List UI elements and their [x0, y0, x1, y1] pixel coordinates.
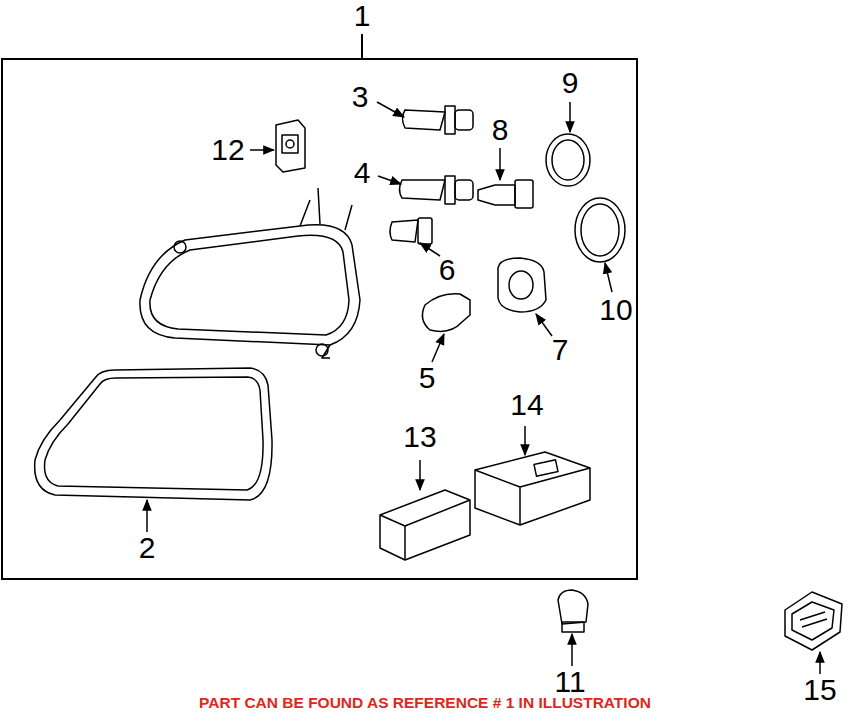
callout-number: 11 — [554, 667, 585, 697]
callout-number: 1 — [354, 1, 371, 31]
callout-number: 6 — [439, 255, 456, 285]
caption-note: PART CAN BE FOUND AS REFERENCE # 1 IN IL… — [0, 695, 850, 711]
callout-number: 8 — [492, 115, 509, 145]
callout-number: 4 — [354, 158, 371, 188]
callout-number: 14 — [510, 390, 543, 420]
callout-number: 3 — [352, 82, 369, 112]
callout-number: 5 — [419, 363, 436, 393]
callout-number: 9 — [562, 68, 579, 98]
callout-number: 10 — [599, 295, 632, 325]
callout-number: 12 — [211, 135, 244, 165]
part-frame: 1 — [1, 58, 638, 580]
callout-number: 15 — [803, 675, 836, 705]
callout-number: 7 — [552, 335, 569, 365]
callout-number: 2 — [139, 533, 156, 563]
callout-number: 13 — [403, 422, 436, 452]
